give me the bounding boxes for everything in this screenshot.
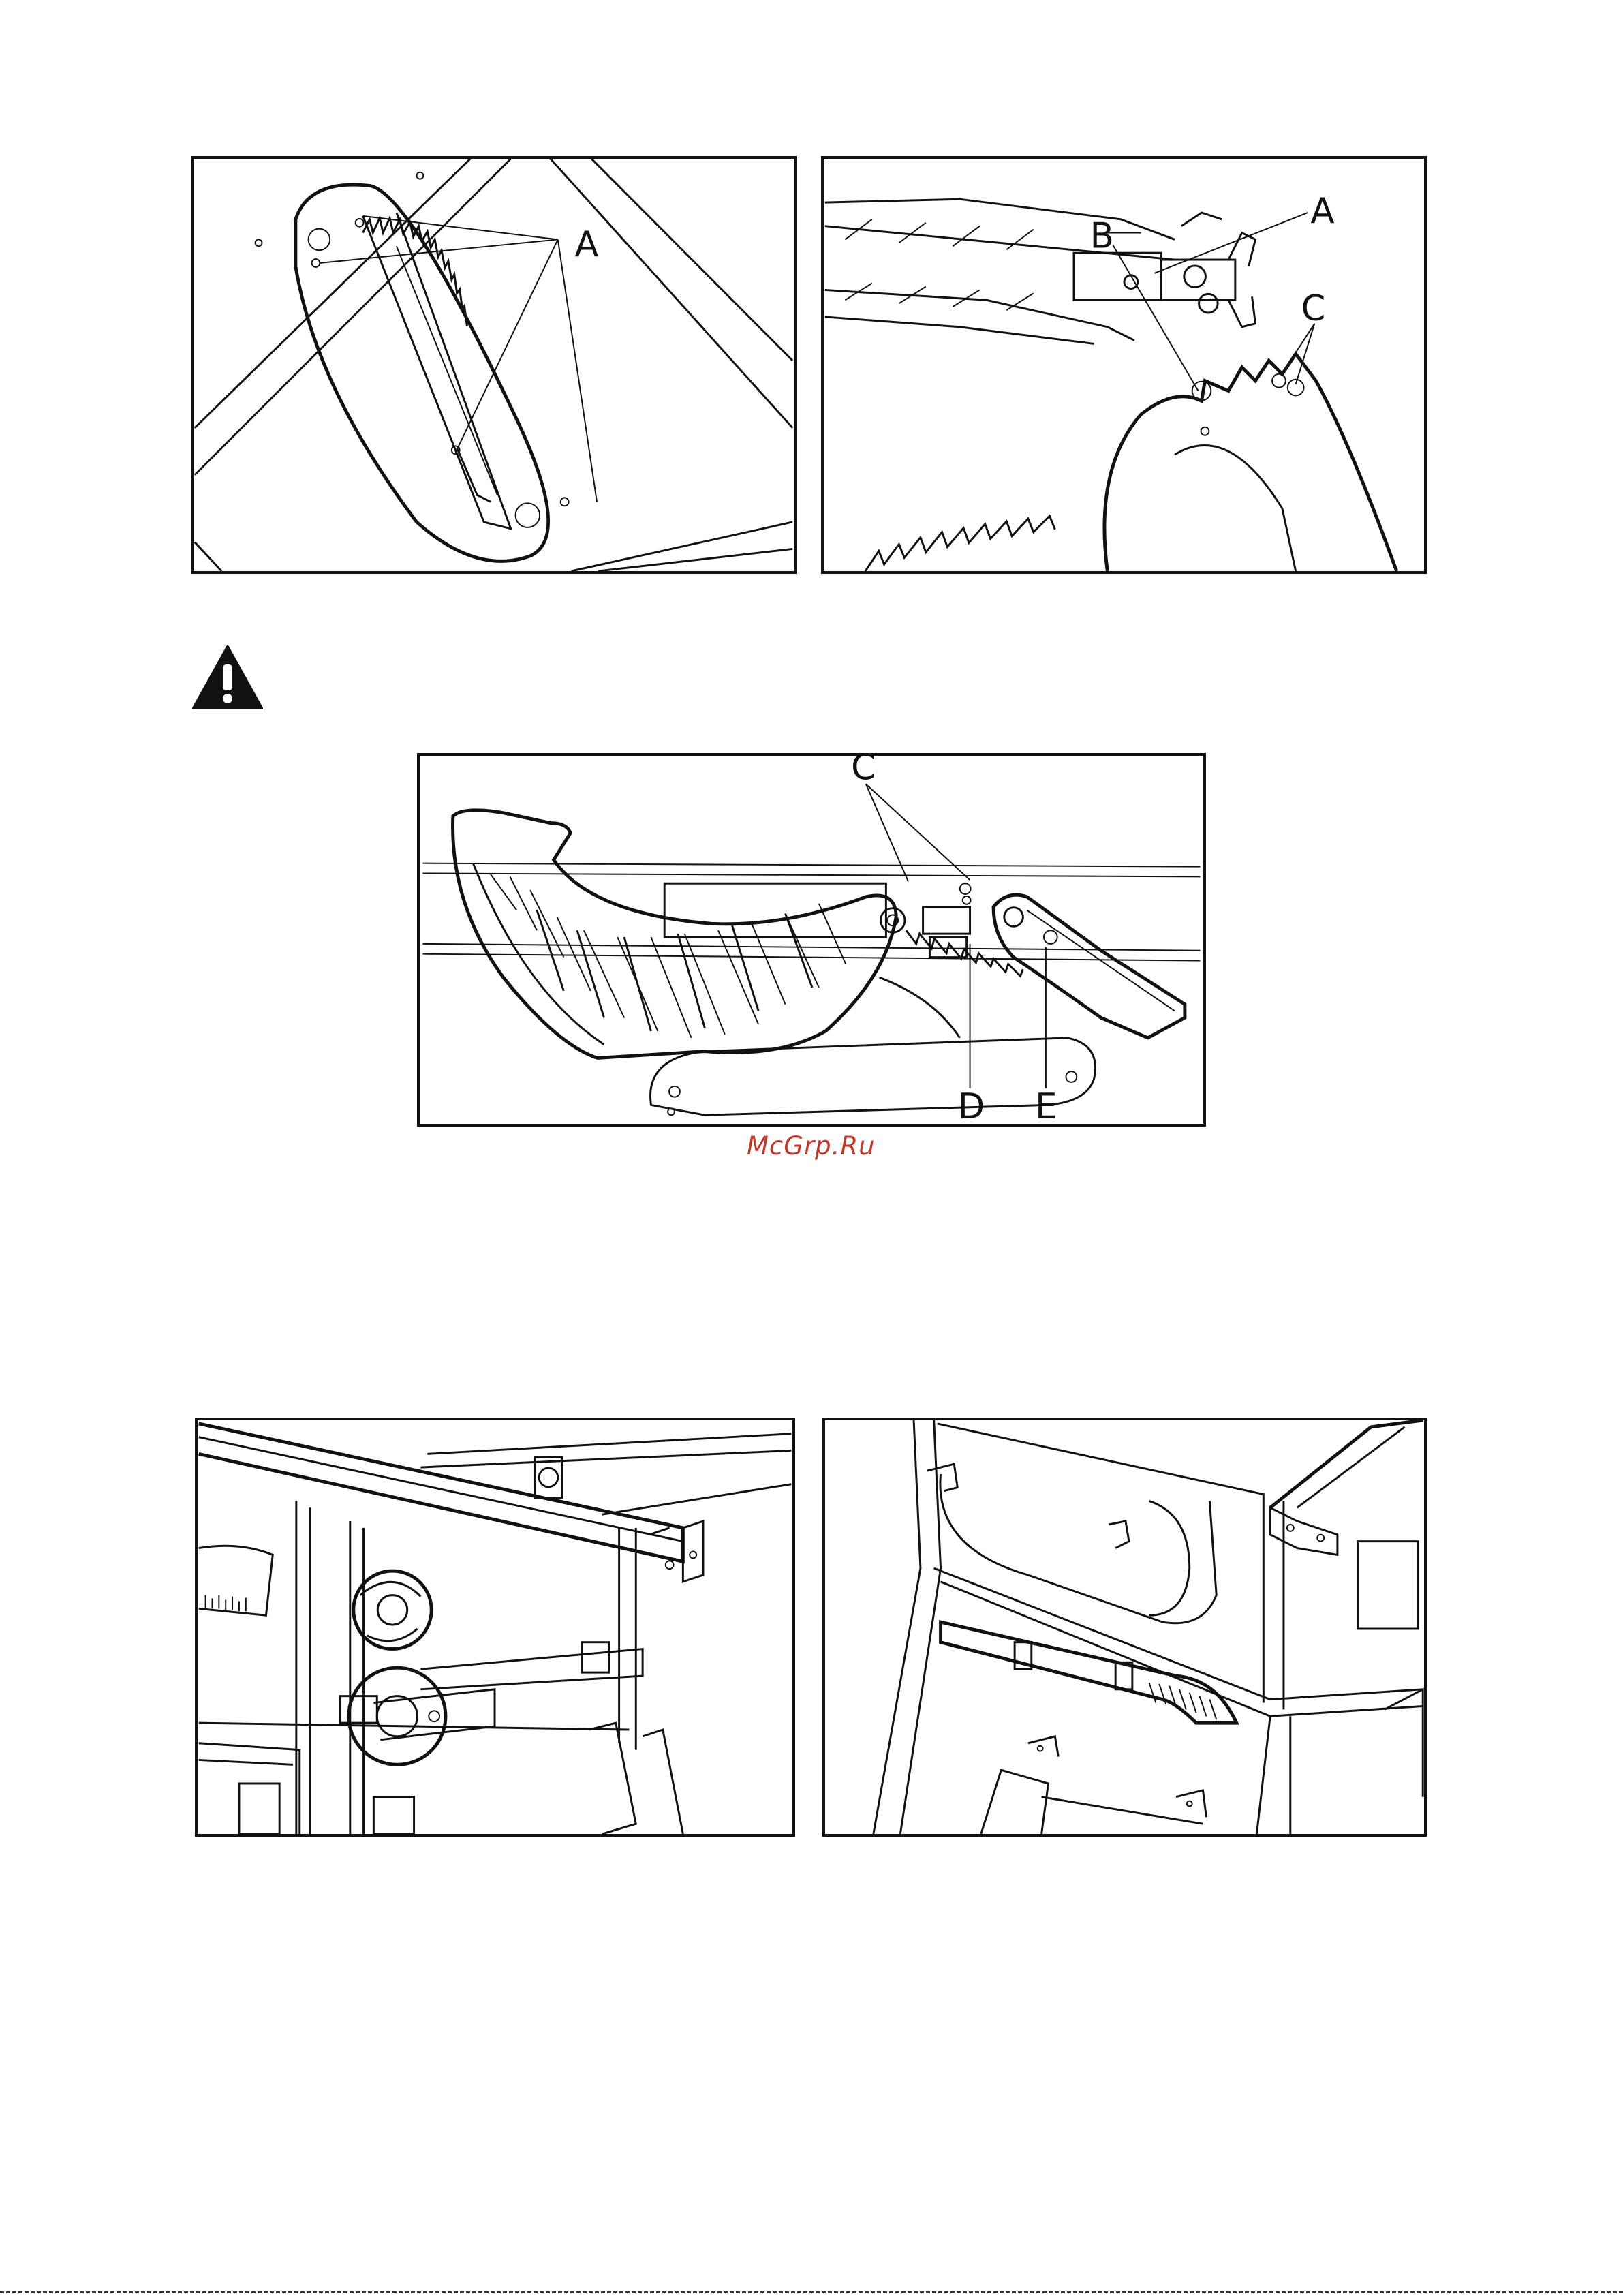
figure-riving-knife: A B C <box>821 156 1427 574</box>
callout-d: D <box>958 1086 985 1124</box>
callout-b: B <box>1090 215 1114 256</box>
callout-e: E <box>1035 1086 1057 1124</box>
figure-saw-side-handwheels <box>195 1418 795 1837</box>
callout-c: C <box>1301 288 1326 329</box>
saw-side-illustration <box>198 1420 792 1834</box>
warning-triangle-icon <box>191 644 264 711</box>
figure-saw-cabinet <box>822 1418 1427 1837</box>
callout-a: A <box>574 224 598 265</box>
watermark-text: McGrp.Ru <box>747 1131 883 1161</box>
callout-c: C <box>851 756 876 788</box>
page-bottom-rule <box>0 2291 1623 2295</box>
blade-guard-illustration: C D E <box>420 756 1203 1124</box>
figure-blade-guard: C D E <box>417 753 1206 1127</box>
saw-cabinet-illustration <box>825 1420 1424 1834</box>
figure-throat-plate: A <box>191 156 797 574</box>
riving-knife-illustration: A B C <box>824 159 1424 571</box>
throat-plate-illustration: A <box>194 159 794 571</box>
callout-a: A <box>1310 191 1334 232</box>
